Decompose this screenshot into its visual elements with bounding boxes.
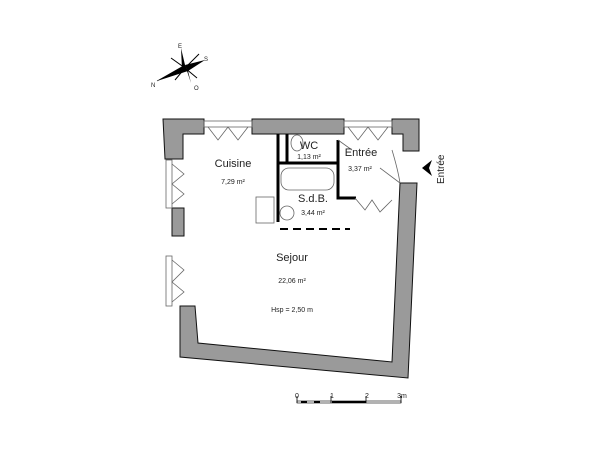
scale-tick: 3m xyxy=(397,393,407,400)
entrance-label: Entrée xyxy=(436,154,447,184)
room-sdb: S.d.B. 3,44 m² xyxy=(298,193,328,217)
sink-icon xyxy=(255,196,275,224)
compass-west: O xyxy=(194,86,199,92)
room-area: 22,06 m² xyxy=(278,278,306,285)
room-wc: WC 1,13 m² xyxy=(297,140,321,161)
washbasin-icon xyxy=(279,205,295,221)
room-name: S.d.B. xyxy=(298,193,328,205)
room-area: 3,44 m² xyxy=(301,210,325,217)
scale-tick: 2 xyxy=(365,393,369,400)
scale-tick: 0 xyxy=(295,393,299,400)
bathtub-icon xyxy=(280,167,335,191)
windows xyxy=(165,120,393,307)
scale-tick: 1 xyxy=(330,393,334,400)
ceiling-height: Hsp = 2,50 m xyxy=(271,307,313,314)
toilet-icon xyxy=(290,134,304,152)
room-area: 3,37 m² xyxy=(348,166,372,173)
room-name: Entrée xyxy=(345,147,377,159)
compass-rose-icon: E S O N xyxy=(151,44,208,92)
room-sejour: Sejour 22,06 m² Hsp = 2,50 m xyxy=(271,252,313,314)
room-cuisine: Cuisine 7,29 m² xyxy=(215,158,252,186)
interior-walls xyxy=(276,134,356,230)
fixtures xyxy=(255,134,335,224)
room-name: Sejour xyxy=(276,252,308,264)
compass-south: S xyxy=(204,57,208,63)
compass-north: N xyxy=(151,83,155,89)
compass-east: E xyxy=(178,44,182,50)
room-name: Cuisine xyxy=(215,158,252,170)
doors xyxy=(337,139,401,213)
room-area: 7,29 m² xyxy=(221,179,245,186)
entrance-arrow-icon xyxy=(422,160,432,176)
room-name: WC xyxy=(300,140,318,152)
exterior-walls xyxy=(162,118,420,379)
room-entree: Entrée 3,37 m² xyxy=(345,147,377,173)
scale-bar: 0 1 2 3m xyxy=(295,393,407,404)
room-area: 1,13 m² xyxy=(297,154,321,161)
